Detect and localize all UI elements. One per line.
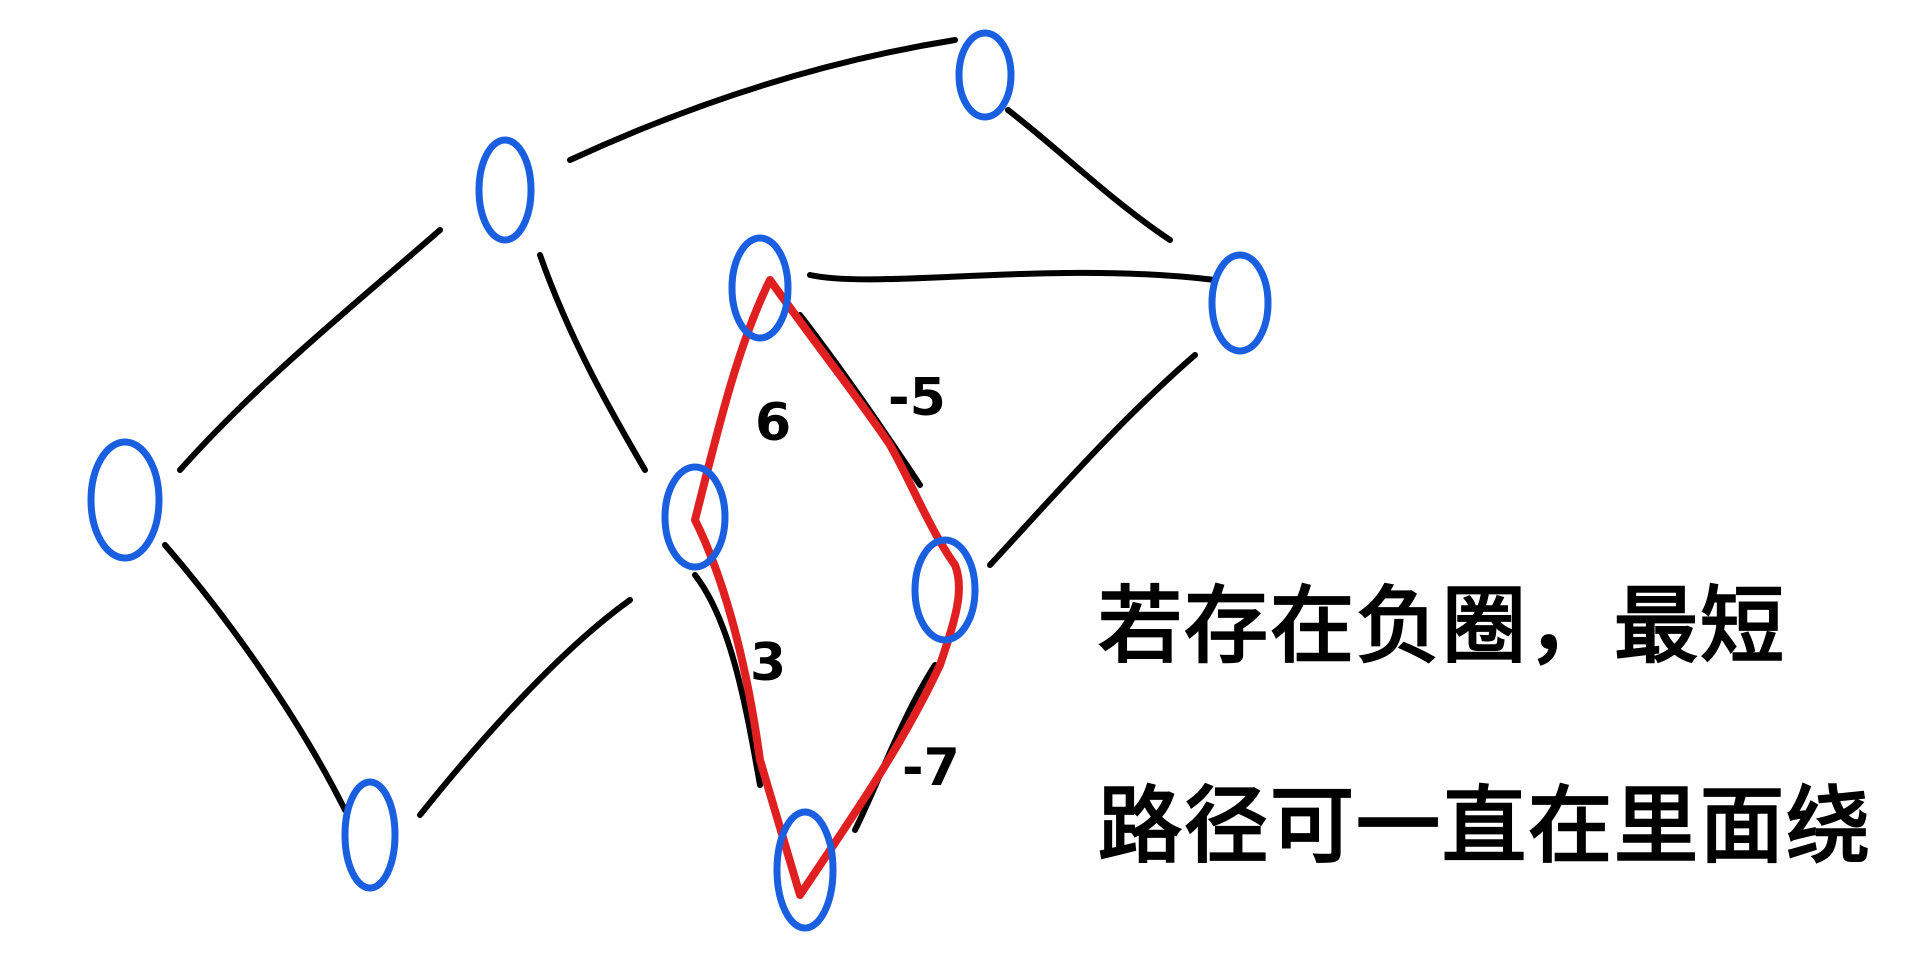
note-line-1: 若存在负圈，最短 (1098, 577, 1786, 675)
node-n1 (87, 438, 163, 562)
edge-n3-n7 (417, 597, 633, 818)
note-line-2: 路径可一直在里面绕 (1098, 777, 1872, 875)
nodes (87, 29, 1272, 932)
node-n3 (341, 778, 399, 892)
node-n2 (475, 136, 535, 244)
edge-n1-n3 (162, 542, 348, 813)
edge-n4-n9 (807, 269, 1218, 283)
weight-labels: 6 -5 3 -7 (750, 368, 960, 798)
node-n4 (728, 234, 792, 342)
edge-n2-n5 (567, 37, 958, 163)
node-n5 (955, 29, 1015, 121)
node-n9 (1208, 251, 1272, 355)
weight-e-top-mid: 6 (755, 393, 791, 453)
edge-n6-n7 (692, 572, 763, 788)
edge-n5-n9 (1005, 107, 1173, 243)
edge-n1-n2 (177, 227, 443, 473)
weight-e-right-bottom: -7 (902, 738, 960, 798)
edges (162, 37, 1218, 833)
negative-cycle (691, 276, 964, 899)
edge-n2-n6 (537, 252, 648, 473)
node-n6 (661, 463, 729, 571)
annotation-note: 若存在负圈，最短 路径可一直在里面绕 (1098, 577, 1872, 875)
node-n8 (911, 536, 979, 644)
weight-e-mid-bottom: 3 (750, 633, 786, 693)
node-n7 (773, 808, 837, 932)
edge-n9-n8 (987, 352, 1198, 568)
weight-e-top-right: -5 (888, 368, 946, 428)
